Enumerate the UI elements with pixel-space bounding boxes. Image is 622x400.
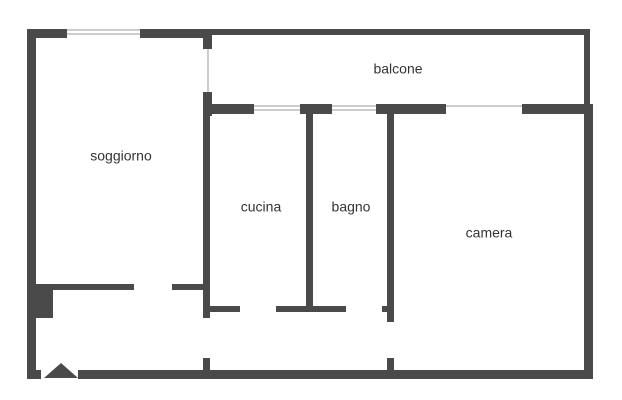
label-bagno: bagno (332, 199, 371, 215)
wall-bottom-left (27, 370, 41, 379)
wall-cucina-bottom-b (276, 306, 346, 312)
wall-pillar-left (36, 284, 53, 318)
wall-soggiorno-right-upper (203, 29, 212, 49)
wall-bottom-main (78, 370, 593, 379)
wall-top-left-b (140, 29, 212, 38)
walls (27, 29, 593, 379)
room-labels: soggiorno balcone cucina bagno camera (90, 61, 512, 241)
wall-mid-horizontal-c (376, 104, 446, 114)
wall-cucina-bagno-divider (306, 114, 313, 308)
wall-right-balcony (584, 29, 590, 109)
wall-top-left-a (27, 29, 67, 38)
label-camera: camera (466, 225, 513, 241)
windows (67, 29, 522, 111)
wall-bagno-camera-divider (387, 114, 394, 322)
wall-right-outer (584, 104, 593, 379)
wall-bagno-bottom (382, 306, 394, 312)
wall-left-outer (27, 29, 36, 379)
label-balcone: balcone (373, 61, 422, 77)
wall-mid-horizontal-b (300, 104, 332, 114)
wall-inner-vertical-left (203, 104, 210, 318)
label-soggiorno: soggiorno (90, 148, 152, 164)
wall-cucina-bottom-a (210, 306, 240, 312)
wall-mid-horizontal-a (210, 104, 254, 114)
entrance-triangle-icon (44, 363, 78, 378)
wall-balcony-top (212, 29, 590, 35)
wall-soggiorno-bottom-a (36, 284, 134, 290)
wall-stub-bottom-b (387, 358, 394, 378)
wall-soggiorno-bottom-b (172, 284, 210, 290)
label-cucina: cucina (241, 199, 282, 215)
wall-mid-horizontal-d (522, 104, 590, 114)
wall-stub-bottom-a (203, 358, 210, 378)
